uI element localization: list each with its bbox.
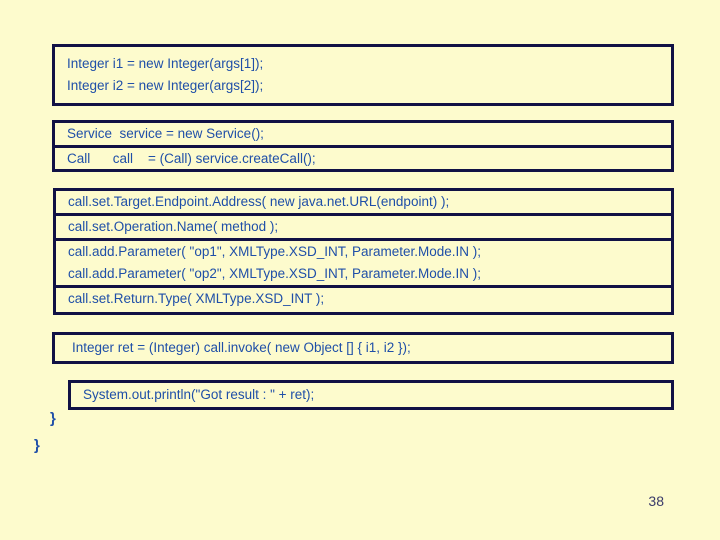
code-block-integer-args: Integer i1 = new Integer(args[1]); Integ… xyxy=(52,44,674,106)
closing-brace-outer: } xyxy=(34,437,40,454)
code-block-println: System.out.println("Got result : " + ret… xyxy=(68,380,674,410)
code-line: Service service = new Service(); xyxy=(55,123,671,148)
code-line: call.set.Operation.Name( method ); xyxy=(56,216,671,241)
code-line: System.out.println("Got result : " + ret… xyxy=(83,387,315,402)
closing-brace-inner: } xyxy=(50,410,56,427)
code-line: call.set.Return.Type( XMLType.XSD_INT ); xyxy=(68,291,325,306)
code-line: call.set.Target.Endpoint.Address( new ja… xyxy=(56,191,671,216)
code-line: Integer i1 = new Integer(args[1]); xyxy=(67,56,264,71)
code-line: Integer ret = (Integer) call.invoke( new… xyxy=(72,340,411,355)
code-line: call.add.Parameter( "op2", XMLType.XSD_I… xyxy=(56,263,671,288)
code-block-call-configuration: call.set.Target.Endpoint.Address( new ja… xyxy=(53,188,674,315)
code-line: call.add.Parameter( "op1", XMLType.XSD_I… xyxy=(68,244,482,259)
code-block-invoke: Integer ret = (Integer) call.invoke( new… xyxy=(52,332,674,364)
page-number: 38 xyxy=(648,493,664,509)
code-line: Call call = (Call) service.createCall(); xyxy=(67,151,316,166)
code-line: Integer i2 = new Integer(args[2]); xyxy=(67,78,264,93)
code-block-service-call: Service service = new Service(); Call ca… xyxy=(52,120,674,172)
